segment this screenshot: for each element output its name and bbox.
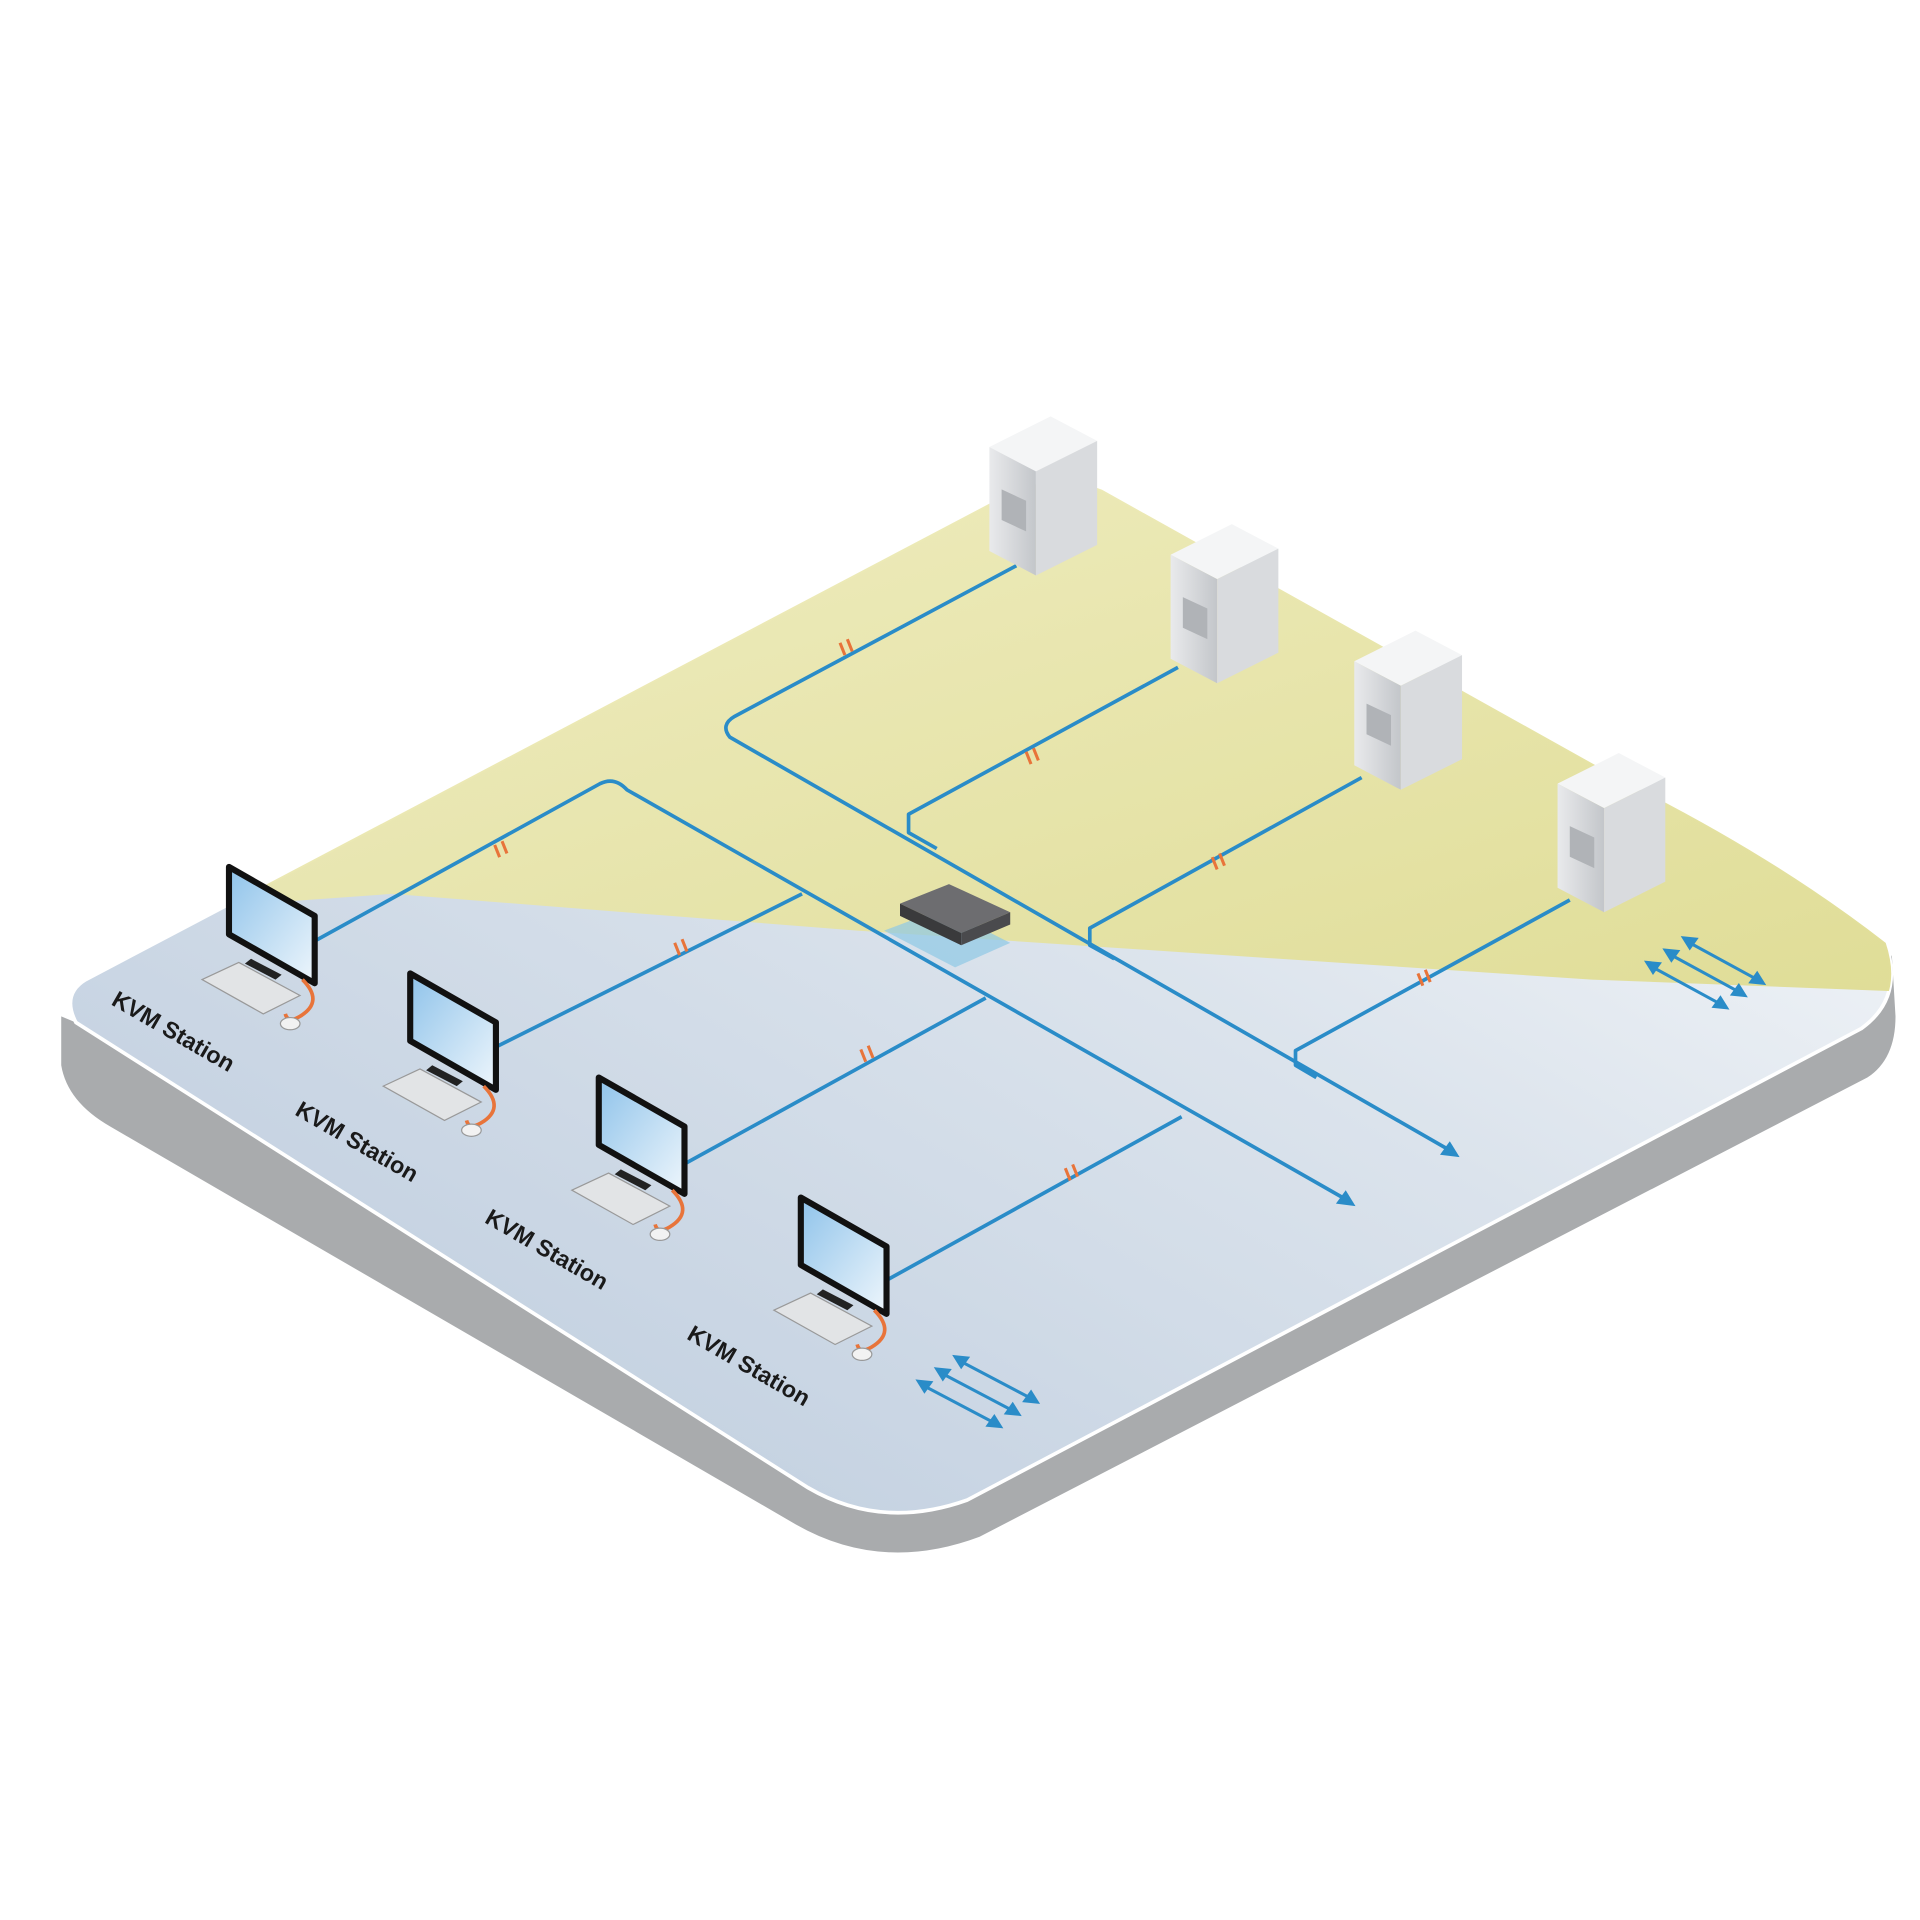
keyboard-icon <box>570 1172 672 1226</box>
keyboard-icon <box>200 961 302 1015</box>
cable-server2 <box>906 665 1179 851</box>
mouse-icon <box>649 1227 671 1242</box>
bidirectional-arrows-icon <box>1643 936 1767 1010</box>
keyboard-icon <box>381 1068 483 1122</box>
mouse-icon <box>279 1016 301 1031</box>
arrow-head-1 <box>1440 1141 1460 1158</box>
cable-station3 <box>684 996 987 1165</box>
server-tower-icon <box>1354 630 1463 790</box>
cable-station1-trunk <box>315 779 1348 1202</box>
monitor-icon <box>225 863 318 987</box>
servers <box>989 416 1666 913</box>
server-tower-icon <box>989 416 1098 576</box>
cable-server4 <box>1293 898 1571 1080</box>
cable-server3 <box>1087 775 1363 961</box>
bidirectional-arrows-icon <box>915 1354 1041 1429</box>
mouse-icon <box>461 1123 482 1137</box>
cable-break-marks <box>493 638 1432 1181</box>
keyboard-icon <box>772 1292 874 1346</box>
monitor-icon <box>797 1194 890 1317</box>
kvm-switch-icon <box>884 884 1011 968</box>
cable-station2 <box>495 892 803 1049</box>
server-tower-icon <box>1557 753 1666 913</box>
monitor-icon <box>595 1074 688 1197</box>
server-tower-icon <box>1170 524 1279 684</box>
cable-server1-trunk <box>724 564 1452 1153</box>
cables <box>315 564 1571 1282</box>
platform-side <box>61 955 1896 1553</box>
monitor-icon <box>407 970 499 1093</box>
cable-station4 <box>886 1115 1183 1282</box>
mouse-icon <box>851 1347 873 1362</box>
arrow-head-2 <box>1335 1190 1356 1207</box>
